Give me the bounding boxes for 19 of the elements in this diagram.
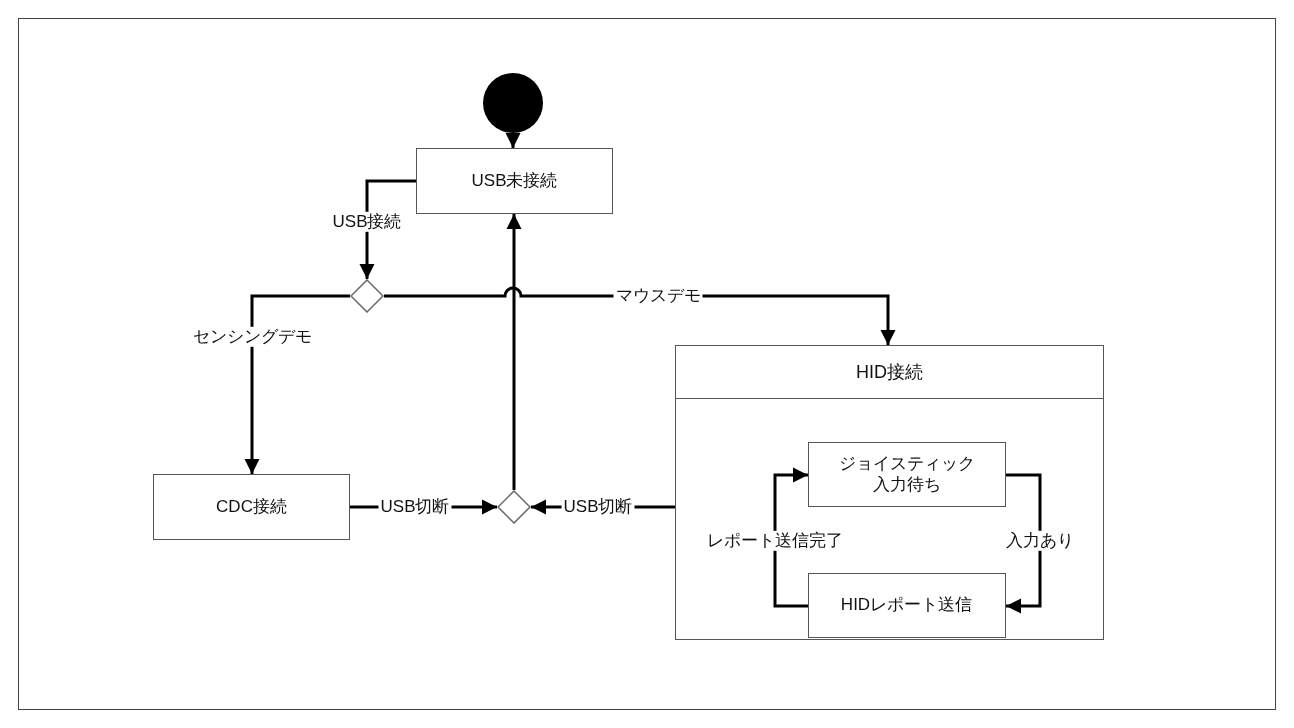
edge-label: USB切断 [561,496,635,518]
arrow [505,133,521,148]
edge-label: USB接続 [330,211,404,233]
arrow [244,294,350,474]
arrow [359,179,416,279]
state-box: CDC接続 [153,474,350,540]
state-box: ジョイスティック入力待ち [807,441,1006,507]
composite-state-box [675,345,1104,640]
decision-diamond [350,279,384,313]
edge-label: マウスデモ [613,285,703,307]
state-box: HIDレポート送信 [807,572,1006,638]
arrow [1006,473,1042,614]
state-box: USB未接続 [416,148,613,214]
arrow [506,214,522,490]
edge-label: USB切断 [378,496,452,518]
start-circle [483,73,543,133]
arrow [773,467,808,608]
decision-diamond [497,490,531,524]
state-heading: HID接続 [676,346,1103,399]
